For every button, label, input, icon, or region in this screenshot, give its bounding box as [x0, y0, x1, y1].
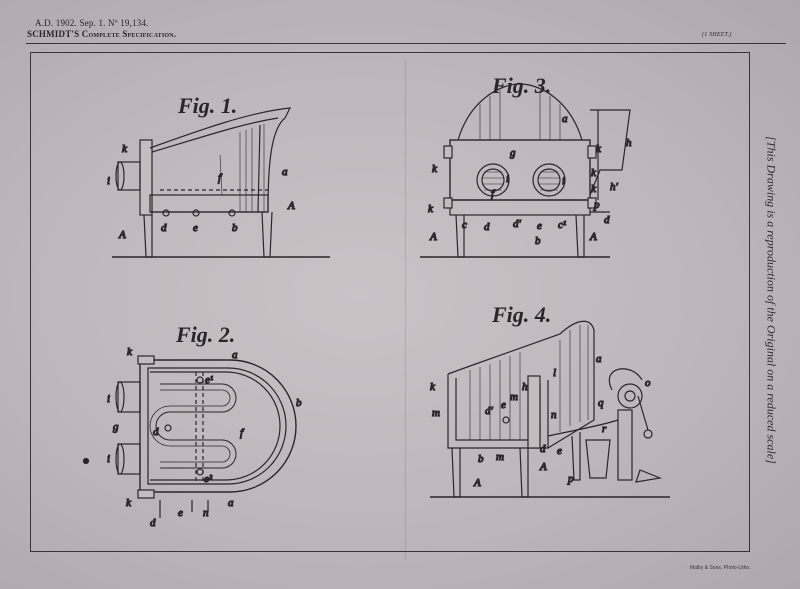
fig3-label-d: d	[484, 221, 490, 233]
fig4-label-a: a	[596, 353, 602, 365]
header-rule	[26, 43, 786, 44]
fig4-label-m-bottom: m	[496, 451, 504, 463]
fig4-label-b: b	[478, 453, 484, 465]
drawing-border	[30, 52, 750, 552]
fig3-label-h1: h'	[610, 181, 619, 193]
fig3-label-b: b	[535, 235, 541, 247]
fig1-label-d: d	[161, 222, 167, 234]
fig4-label-p: p	[567, 473, 574, 485]
fig4-label-A-mid: A	[539, 461, 547, 473]
fig4-label-k: k	[430, 381, 436, 393]
specification-title: SCHMIDT'S Complete Specification.	[27, 29, 177, 39]
fig3-label-p: p	[593, 199, 600, 211]
fig2-label-i-bottom: i	[107, 453, 110, 465]
fig2-label-i-top: i	[107, 393, 110, 405]
fig4-label-r: r	[602, 423, 607, 435]
fig3-label-c1: c¹	[558, 219, 566, 231]
fig3-label-i-right: i	[562, 175, 565, 187]
fig4-label-o: o	[645, 377, 651, 389]
fig1-label-f: f	[218, 172, 223, 184]
fig3-label-k-4: k	[591, 183, 597, 195]
fig3-label-f: f	[491, 188, 496, 200]
fig2-title: Fig. 2.	[176, 322, 236, 347]
fig1-label-A-right: A	[287, 200, 295, 212]
fig4-title: Fig. 4.	[492, 302, 552, 327]
fig3-label-d1: d'	[513, 218, 522, 230]
fig3-drawing: a g k k h i f i k k h' p d k A c d d' e …	[420, 83, 633, 258]
fig3-label-i-left: i	[506, 173, 509, 185]
fig3-label-A-left: A	[429, 231, 437, 243]
fig2-label-e-bottom: e	[178, 507, 183, 519]
fig3-label-k-5: k	[428, 203, 434, 215]
fig2-label-d: d	[153, 426, 159, 438]
fig3-label-g: g	[510, 147, 516, 159]
fig4-label-m: m	[510, 391, 518, 403]
fig2-drawing: k a e¹ i b g d f i e² k a d e n	[82, 345, 303, 530]
fig1-label-e: e	[193, 222, 198, 234]
fig2-label-n: n	[203, 507, 209, 519]
fig3-label-A-right: A	[589, 231, 597, 243]
fig4-label-m-left: m	[432, 407, 440, 419]
fig2-label-e1: e¹	[205, 374, 213, 386]
fig4-label-A-left: A	[473, 477, 481, 489]
fig3-label-a: a	[562, 113, 568, 125]
fig3-label-k-3: k	[591, 167, 597, 179]
fig2-label-f: f	[240, 427, 245, 439]
fig2-label-e2: e²	[204, 473, 213, 485]
fig1-label-b: b	[232, 222, 238, 234]
fig1-label-i: i	[107, 175, 110, 187]
fig4-label-e-top: e	[501, 399, 506, 411]
fig4-label-e-bottom: e	[557, 445, 562, 457]
fig4-label-q: q	[598, 397, 604, 409]
fig1-drawing: k i f a A A d e b	[106, 107, 330, 258]
sheet-number: (1 SHEET.)	[702, 32, 732, 38]
fig3-label-h: h	[626, 137, 632, 149]
fig1-label-A-left: A	[118, 229, 126, 241]
patent-number: A.D. 1902. Sep. 1. Nº 19,134.	[35, 18, 149, 28]
fig2-label-k-top: k	[127, 346, 133, 358]
fig4-label-d1: d'	[485, 405, 494, 417]
fig3-label-k-right: k	[596, 143, 602, 155]
fig3-label-k-left: k	[432, 163, 438, 175]
fig4-label-d: d	[540, 443, 546, 455]
fig3-label-d-right: d	[604, 214, 610, 226]
fig2-label-k-bottom: k	[126, 497, 132, 509]
fig3-title: Fig. 3.	[492, 73, 552, 98]
fig4-label-n: n	[551, 409, 557, 421]
fig1-label-a: a	[282, 166, 288, 178]
fig3-label-c: c	[462, 219, 467, 231]
fig2-label-a-top: a	[232, 349, 238, 361]
fig1-title: Fig. 1.	[178, 93, 238, 118]
fig4-label-l: l	[553, 367, 556, 379]
fig1-label-k: k	[122, 143, 128, 155]
fig4-drawing: k m l a m d' e h o n q r d e b m A A p	[429, 320, 670, 498]
fig3-label-e: e	[537, 220, 542, 232]
fig2-label-b: b	[296, 397, 302, 409]
fig2-label-g: g	[113, 421, 119, 433]
printer-mark: Malby & Sons, Photo-Litho.	[690, 565, 751, 571]
fig2-label-a-bottom: a	[228, 497, 234, 509]
page-fold	[405, 60, 406, 560]
fig2-label-d-bottom: d	[150, 517, 156, 529]
fig4-label-h: h	[522, 381, 528, 393]
